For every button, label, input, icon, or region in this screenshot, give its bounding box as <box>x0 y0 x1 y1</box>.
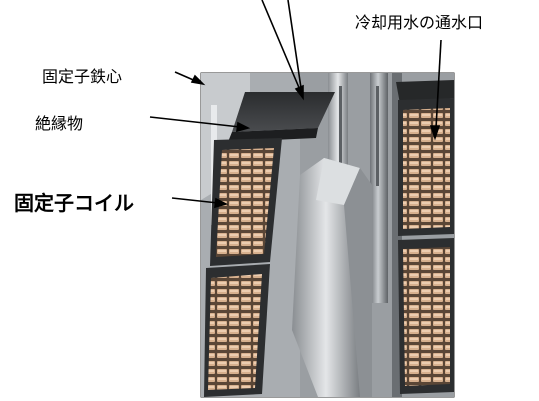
coil-right-lower <box>398 238 454 394</box>
coil-left-upper <box>210 138 282 266</box>
label-cooling-water-outlet: 冷却用水の通水口 <box>355 13 484 32</box>
core-tooth <box>292 158 372 397</box>
label-insulation: 絶縁物 <box>35 114 84 133</box>
coil-right-upper <box>398 98 454 236</box>
label-stator-coil: 固定子コイル <box>14 191 134 215</box>
insulation <box>228 80 454 142</box>
label-stator-core: 固定子鉄心 <box>42 67 123 86</box>
leader-lines <box>149 0 442 209</box>
coil-left-lower <box>204 264 270 397</box>
